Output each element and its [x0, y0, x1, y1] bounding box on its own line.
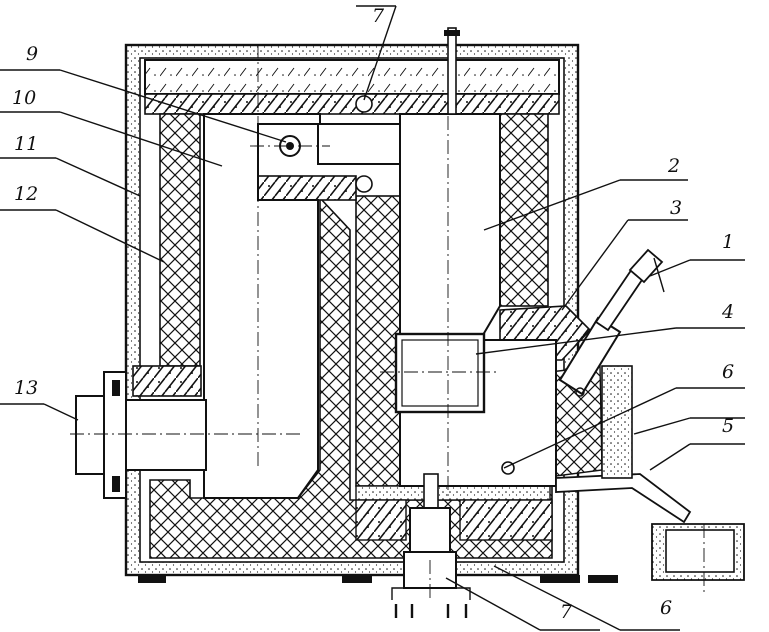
roof-insulation [144, 59, 560, 95]
center-lines [70, 44, 705, 600]
label-12: 12 [14, 183, 38, 205]
label-1: 1 [722, 231, 734, 253]
charging-door [394, 332, 486, 414]
leader-lines [0, 5, 745, 631]
label-6-bottom: 6 [660, 597, 672, 619]
ladle [651, 523, 745, 581]
label-13: 13 [14, 377, 38, 399]
label-3: 3 [670, 197, 682, 219]
part-labels: 7 9 10 11 12 13 2 3 1 4 6 5 7 6 [12, 5, 734, 623]
label-6-right: 6 [722, 361, 734, 383]
label-5: 5 [722, 415, 734, 437]
exhaust-flue [203, 113, 321, 499]
heating-chamber [399, 113, 501, 341]
label-7-bottom: 7 [560, 601, 573, 623]
support-feet [138, 575, 618, 583]
label-9: 9 [26, 43, 38, 65]
inlet-pipe [75, 371, 207, 499]
label-4: 4 [721, 301, 734, 323]
refractory-lining [149, 113, 603, 559]
label-2: 2 [667, 155, 680, 177]
tap-spout [555, 365, 692, 524]
brick-courses [132, 175, 592, 541]
label-10: 10 [12, 87, 36, 109]
top-probe [444, 27, 460, 115]
label-11: 11 [14, 133, 38, 155]
roof-brick-course [144, 93, 560, 115]
label-7-top: 7 [372, 5, 385, 27]
crossover-duct [317, 123, 401, 165]
